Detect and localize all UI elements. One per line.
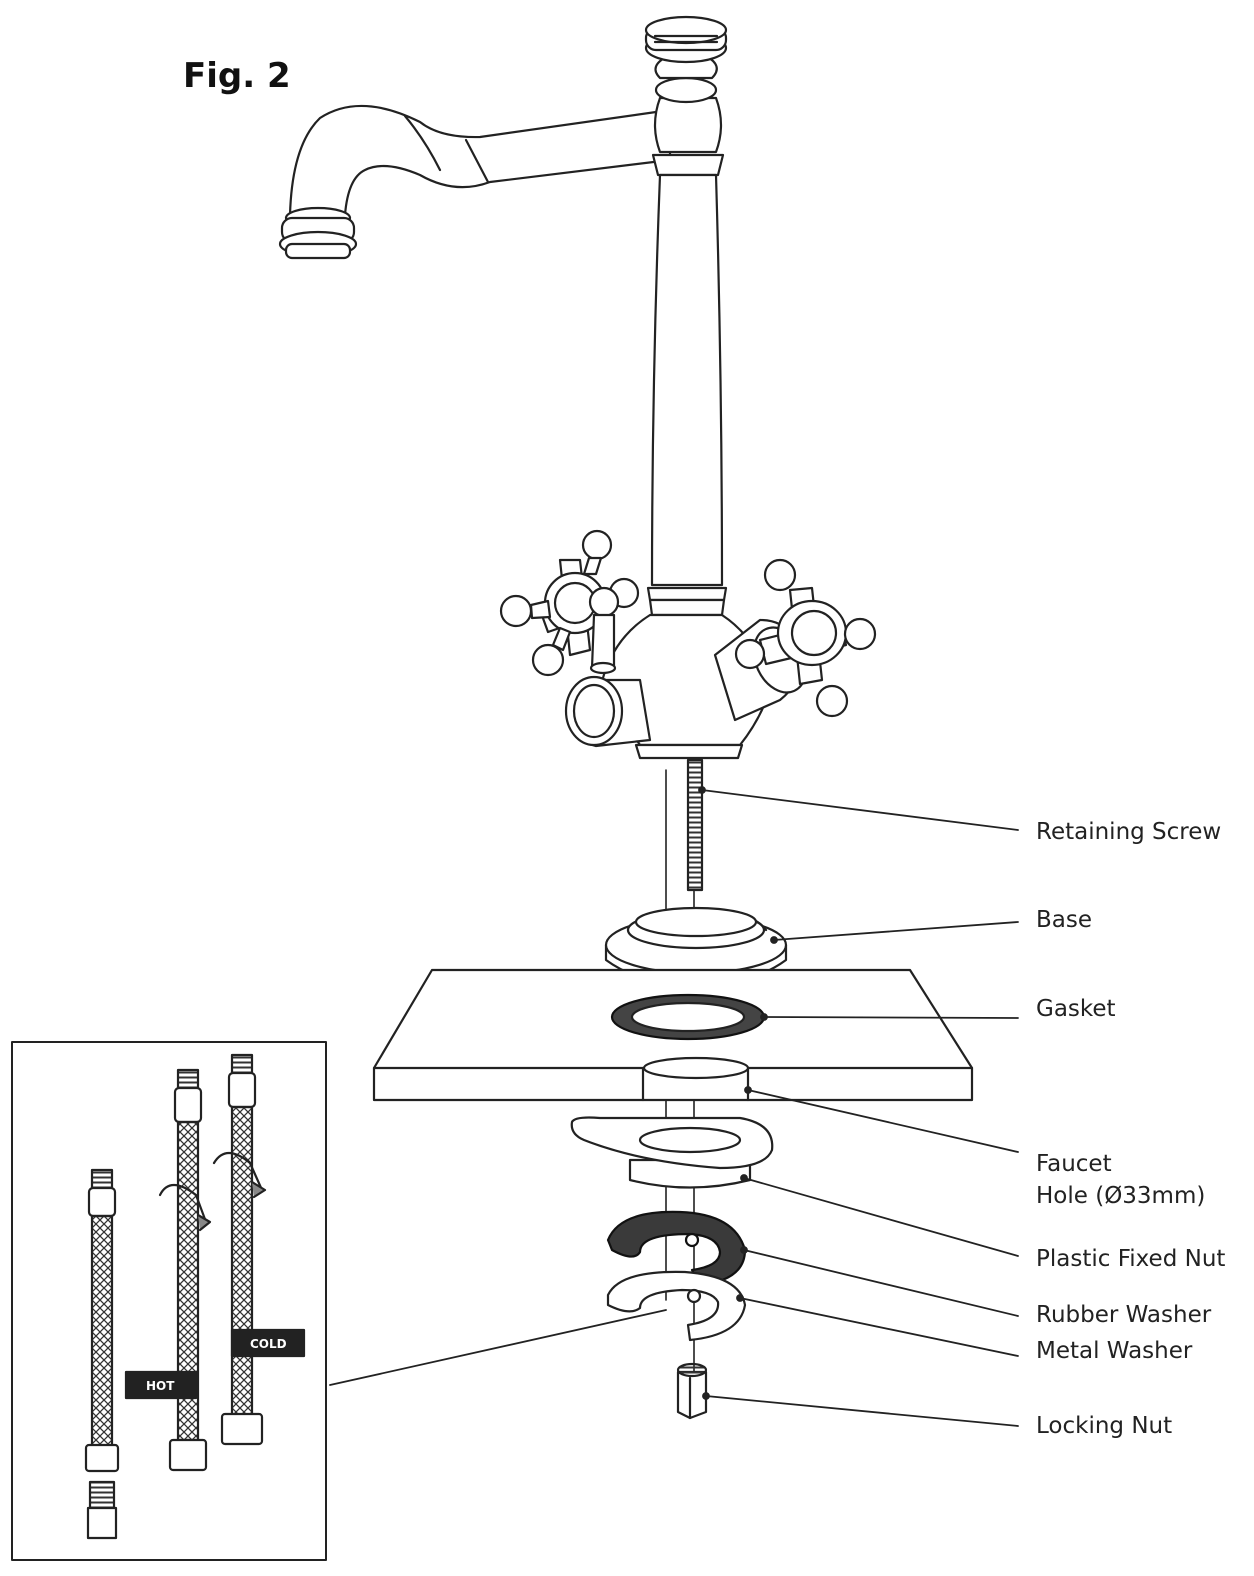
hose-inset — [11, 1041, 327, 1561]
left-valve-body — [564, 675, 652, 748]
label-gasket: Gasket — [1036, 996, 1116, 1022]
label-faucet-hole-line2: Hole (Ø33mm) — [1036, 1183, 1206, 1209]
right-cross-handle — [734, 558, 877, 718]
label-rubber-washer: Rubber Washer — [1036, 1302, 1212, 1328]
label-faucet-hole-line1: Faucet — [1036, 1151, 1112, 1177]
hot-tag: HOT — [146, 1379, 175, 1393]
left-cross-handle — [499, 529, 640, 677]
locking-nut — [676, 1362, 708, 1420]
metal-washer — [606, 1270, 747, 1342]
spout — [278, 104, 672, 260]
label-retaining-screw: Retaining Screw — [1036, 819, 1222, 845]
hose-3 — [212, 1053, 306, 1446]
gasket — [610, 993, 766, 1041]
plastic-fixed-nut — [570, 1116, 774, 1189]
callout-lines — [329, 786, 1019, 1427]
label-metal-washer: Metal Washer — [1036, 1338, 1193, 1364]
label-locking-nut: Locking Nut — [1036, 1413, 1173, 1439]
faucet-body — [598, 15, 772, 760]
hose-1 — [84, 1168, 120, 1540]
base — [604, 906, 788, 987]
figure-title: Fig. 2 — [183, 56, 291, 96]
cold-tag: COLD — [250, 1337, 287, 1351]
rubber-washer — [606, 1210, 747, 1287]
label-plastic-fixed-nut: Plastic Fixed Nut — [1036, 1246, 1226, 1272]
hose-2 — [124, 1068, 212, 1472]
label-base: Base — [1036, 907, 1093, 933]
